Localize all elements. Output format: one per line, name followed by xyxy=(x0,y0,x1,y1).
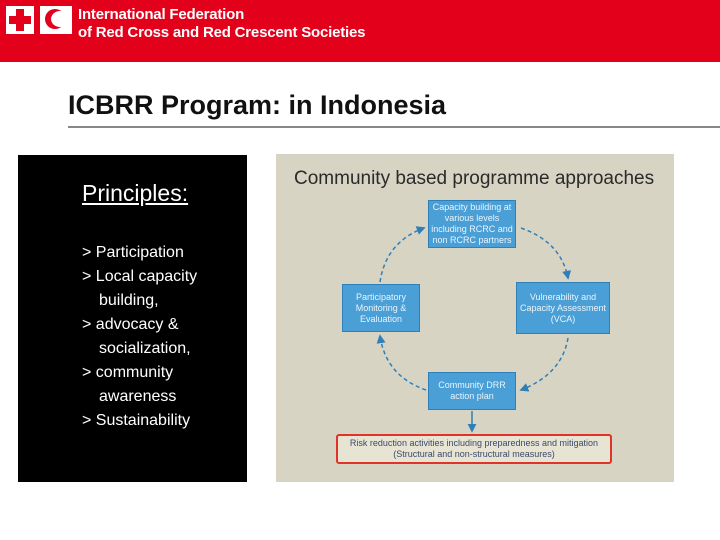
title-divider xyxy=(68,126,720,128)
node-monitoring-evaluation: Participatory Monitoring & Evaluation xyxy=(342,284,420,332)
header-bar: International Federation of Red Cross an… xyxy=(0,0,720,62)
principle-item: > Sustainability xyxy=(82,412,191,429)
risk-line2: (Structural and non-structural measures) xyxy=(393,449,555,459)
org-name-line2: of Red Cross and Red Crescent Societies xyxy=(78,24,366,41)
principles-panel: Principles: > Participation > Local capa… xyxy=(18,155,247,482)
node-drr-action-plan: Community DRR action plan xyxy=(428,372,516,410)
principles-list: > Participation > Local capacity buildin… xyxy=(82,241,242,433)
diagram-title: Community based programme approaches xyxy=(294,168,655,189)
risk-line1: Risk reduction activities including prep… xyxy=(349,438,599,448)
arrow-left-to-top xyxy=(379,226,426,283)
cycle-arrows xyxy=(376,226,572,433)
red-crescent-icon xyxy=(40,6,72,34)
red-cross-icon xyxy=(6,6,34,34)
risk-reduction-box: Risk reduction activities including prep… xyxy=(336,434,612,464)
org-name-line1: International Federation xyxy=(78,6,245,23)
principle-item: > Participation xyxy=(82,244,184,261)
page-title: ICBRR Program: in Indonesia xyxy=(68,90,447,120)
principles-heading: Principles: xyxy=(82,180,189,206)
node-capacity-building: Capacity building at various levels incl… xyxy=(428,200,516,248)
arrow-bottom-to-left xyxy=(376,334,427,391)
arrow-top-to-right xyxy=(520,227,572,280)
principle-item: > community awareness xyxy=(82,364,177,405)
principle-item: > Local capacity building, xyxy=(82,268,198,309)
cycle-diagram: Community based programme approaches Cap… xyxy=(276,154,674,482)
node-vca: Vulnerability and Capacity Assessment (V… xyxy=(516,282,610,334)
arrow-right-to-bottom xyxy=(519,337,569,392)
principle-item: > advocacy & socialization, xyxy=(82,316,191,357)
